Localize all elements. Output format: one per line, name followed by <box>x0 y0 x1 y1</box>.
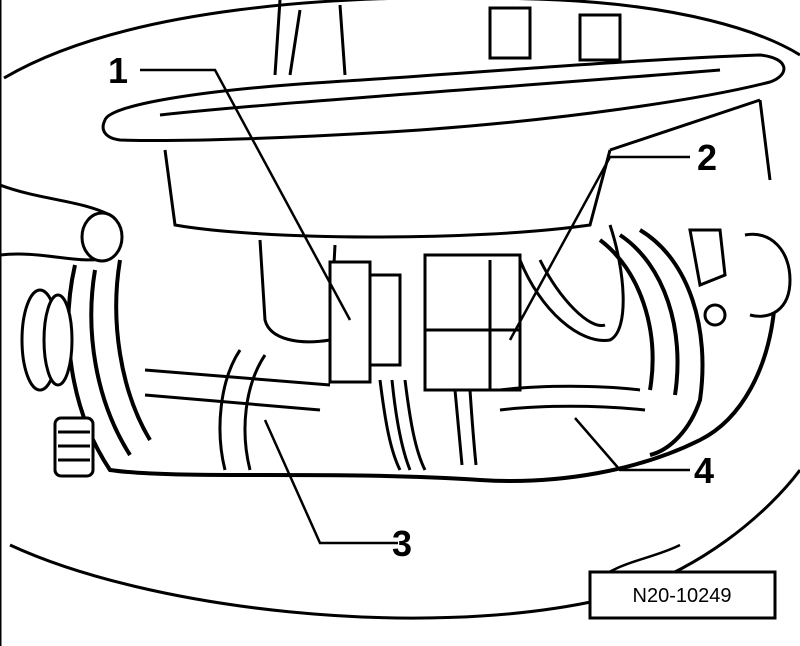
right-bracket <box>688 228 792 327</box>
left-fitting <box>20 288 95 478</box>
callout-label-1: 1 <box>108 50 128 91</box>
callout-label-2: 2 <box>697 137 717 178</box>
leader-lines <box>140 68 690 586</box>
sender-top-plate <box>101 0 786 239</box>
reference-code-frame <box>588 570 777 620</box>
callout-label-3: 3 <box>392 523 412 564</box>
callout-label-4: 4 <box>694 450 714 491</box>
fuel-lines <box>144 349 646 471</box>
left-hose <box>0 183 124 263</box>
pump-body <box>258 239 522 392</box>
reference-code: N20-10249 <box>633 585 732 607</box>
reference-code-box: N20-10249 <box>588 570 777 620</box>
